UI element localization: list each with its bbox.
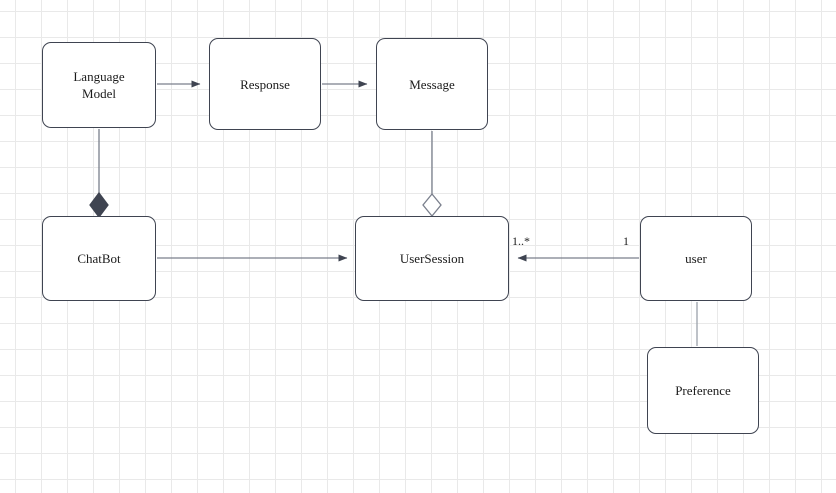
node-usersession[interactable]: UserSession [355,216,509,301]
node-message-label: Message [409,76,455,92]
multiplicity-label-one: 1 [623,234,629,248]
composition-diamond-icon [89,191,109,219]
node-preference[interactable]: Preference [647,347,759,434]
aggregation-diamond-icon [422,192,442,218]
node-language-model-label: Language Model [73,69,125,101]
node-user-label: user [685,251,707,266]
node-message[interactable]: Message [376,38,488,130]
node-preference-label: Preference [675,383,731,398]
edge-message-to-usersession [422,131,442,218]
node-usersession-label: UserSession [399,251,465,266]
node-response[interactable]: Response [209,38,321,130]
node-language-model[interactable]: Language Model [42,42,156,128]
node-chatbot[interactable]: ChatBot [42,216,156,301]
multiplicity-label-many: 1..* [512,234,530,248]
node-chatbot-label: ChatBot [77,251,121,266]
node-user[interactable]: user [640,216,752,301]
edge-language-model-to-chatbot [89,129,109,219]
node-response-label: Response [240,76,290,92]
